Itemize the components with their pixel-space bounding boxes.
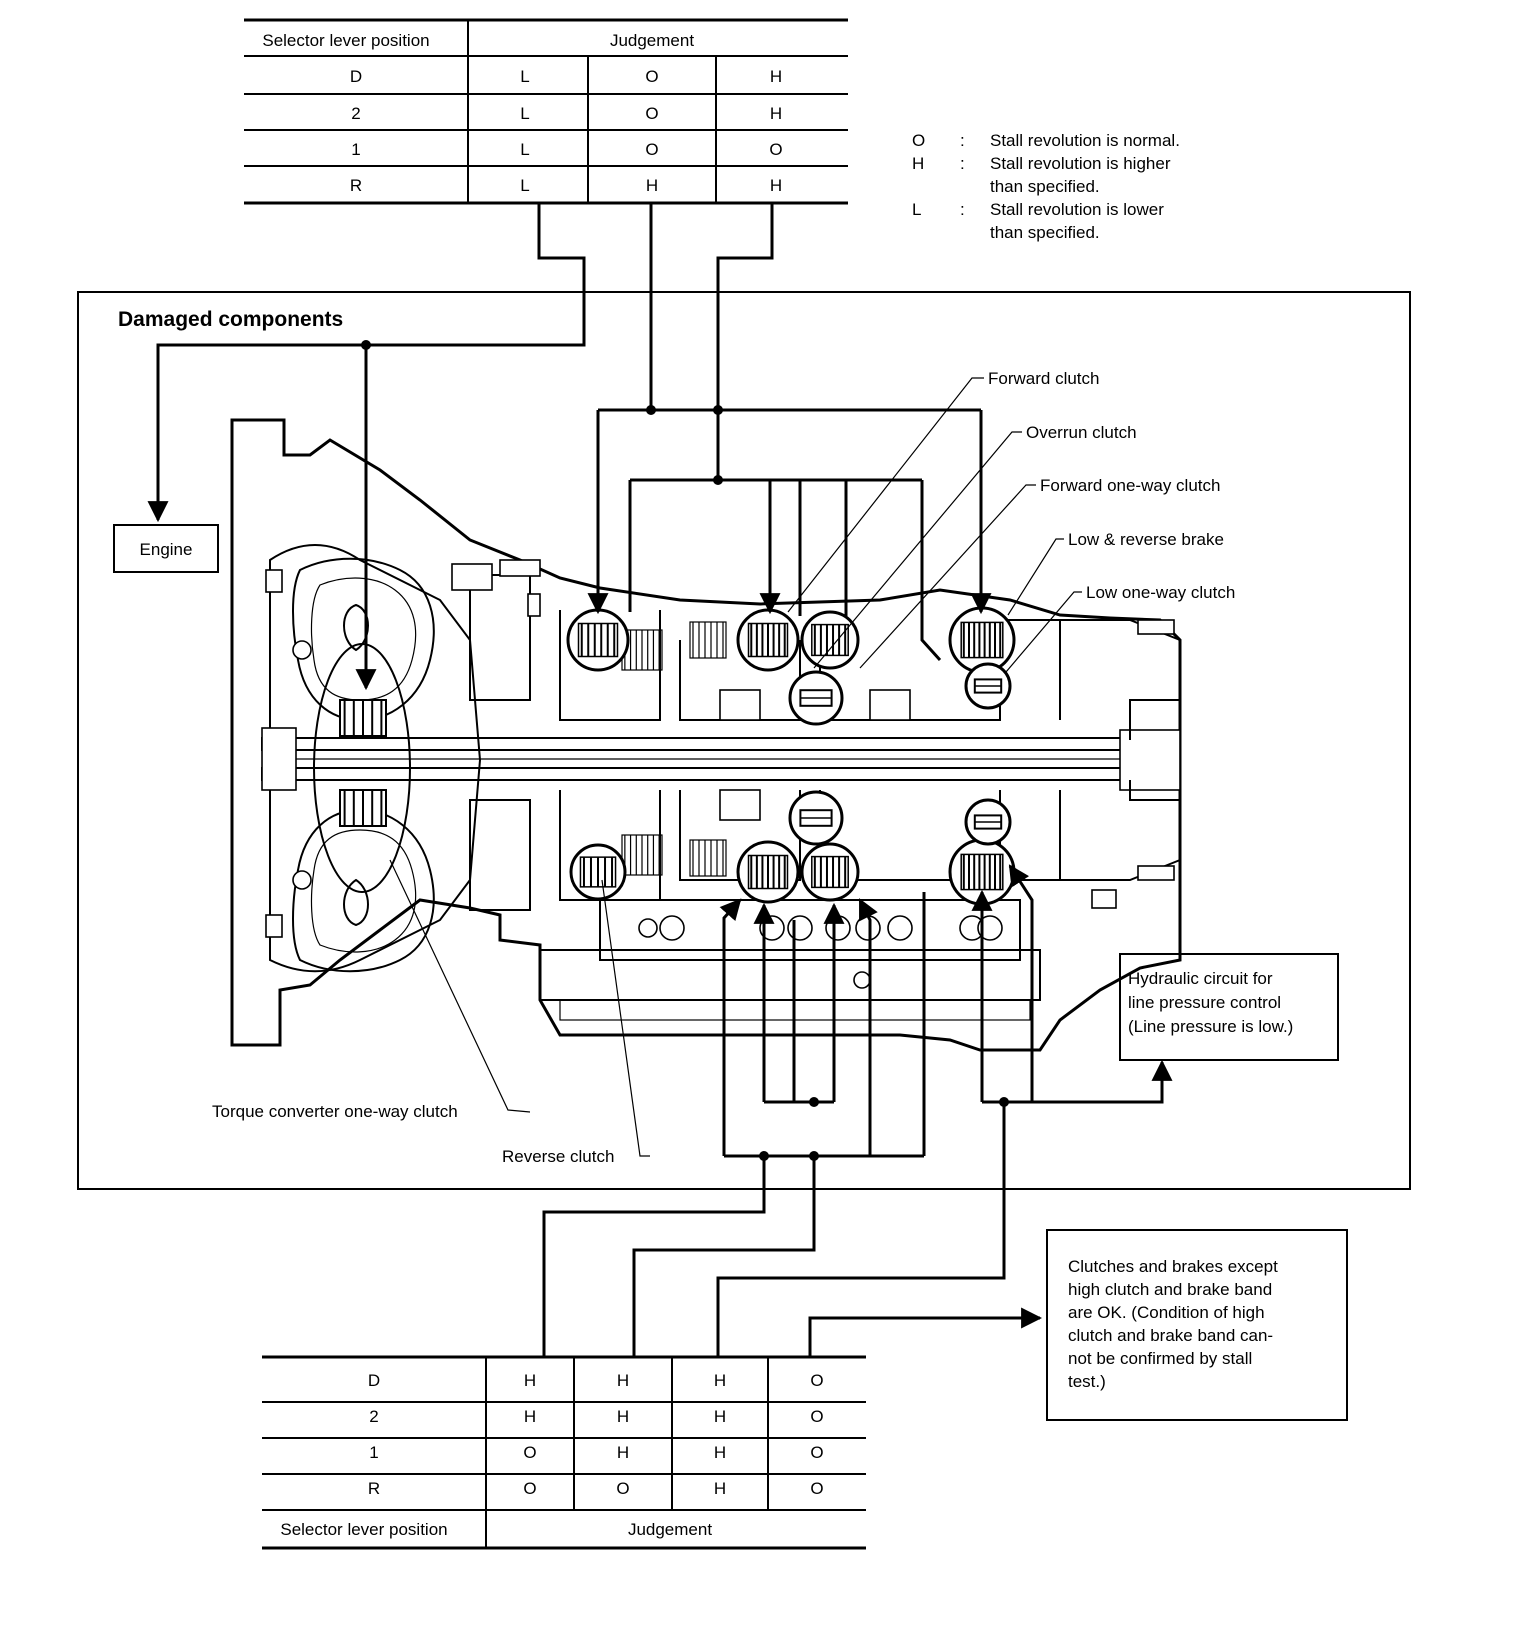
legend: O : Stall revolution is normal. H : Stal… bbox=[912, 131, 1180, 242]
callout-overrun-clutch: Overrun clutch bbox=[1026, 423, 1137, 442]
legend-text-higher-1: Stall revolution is higher bbox=[990, 154, 1171, 173]
bottom-table-header-judgement: Judgement bbox=[628, 1520, 712, 1539]
low-oneway-clutch-lower-circle bbox=[964, 798, 1012, 846]
ok-box-line-5: not be confirmed by stall bbox=[1068, 1349, 1252, 1368]
bottom-table-judgement-cell: H bbox=[524, 1371, 536, 1390]
bottom-connectors bbox=[542, 864, 1173, 1356]
legend-text-lower-2: than specified. bbox=[990, 223, 1100, 242]
forward-oneway-lower-circle bbox=[788, 670, 844, 726]
hydraulic-line-1: Hydraulic circuit for bbox=[1128, 969, 1273, 988]
ok-box-line-1: Clutches and brakes except bbox=[1068, 1257, 1278, 1276]
bottom-table-judgement-cell: H bbox=[714, 1479, 726, 1498]
engine-label: Engine bbox=[140, 540, 193, 559]
bottom-table-judgement-cell: O bbox=[810, 1479, 823, 1498]
top-connectors bbox=[147, 203, 992, 691]
top-table-judgement-cell: H bbox=[770, 67, 782, 86]
top-table-judgement-cell: O bbox=[769, 140, 782, 159]
top-table-judgement-cell: L bbox=[520, 140, 529, 159]
legend-sep: : bbox=[960, 131, 965, 150]
bottom-table-judgement-cell: O bbox=[810, 1407, 823, 1426]
callout-reverse-clutch: Reverse clutch bbox=[502, 1147, 614, 1166]
hydraulic-line-2: line pressure control bbox=[1128, 993, 1281, 1012]
ok-box-line-3: are OK. (Condition of high bbox=[1068, 1303, 1265, 1322]
bottom-table-judgement-cell: H bbox=[714, 1443, 726, 1462]
legend-text-normal: Stall revolution is normal. bbox=[990, 131, 1180, 150]
panel-title: Damaged components bbox=[118, 308, 343, 331]
bottom-table-judgement-cell: O bbox=[810, 1443, 823, 1462]
top-table-judgement-cell: H bbox=[770, 104, 782, 123]
legend-symbol-higher: H bbox=[912, 154, 924, 173]
callout-forward-oneway-clutch: Forward one-way clutch bbox=[1040, 476, 1220, 495]
ok-box-line-4: clutch and brake band can- bbox=[1068, 1326, 1273, 1345]
clutch-pack bbox=[621, 834, 663, 876]
bottom-table-position-cell: R bbox=[368, 1479, 380, 1498]
bottom-table-position-cell: D bbox=[368, 1371, 380, 1390]
low-oneway-clutch-upper-circle bbox=[964, 662, 1012, 710]
top-table-judgement-cell: L bbox=[520, 67, 529, 86]
legend-text-higher-2: than specified. bbox=[990, 177, 1100, 196]
callout-low-reverse-brake: Low & reverse brake bbox=[1068, 530, 1224, 549]
overrun-clutch-lower-circle bbox=[736, 840, 800, 904]
bottom-table-position-cell: 2 bbox=[369, 1407, 378, 1426]
hydraulic-line-3: (Line pressure is low.) bbox=[1128, 1017, 1293, 1036]
bottom-table-judgement-cell: O bbox=[810, 1371, 823, 1390]
bottom-table-judgement-cell: H bbox=[714, 1407, 726, 1426]
bottom-table-judgement-cell: O bbox=[523, 1443, 536, 1462]
bottom-table-judgement-cell: O bbox=[616, 1479, 629, 1498]
ok-box-line-6: test.) bbox=[1068, 1372, 1106, 1391]
clutch-pack bbox=[689, 621, 727, 659]
bottom-table-position-cell: 1 bbox=[369, 1443, 378, 1462]
torque-converter-oneway-internals bbox=[339, 699, 387, 827]
top-table-judgement-cell: O bbox=[645, 140, 658, 159]
callout-torque-converter-oneway-clutch: Torque converter one-way clutch bbox=[212, 1102, 458, 1121]
forward-oneway-mid-circle bbox=[788, 790, 844, 846]
top-table-position-cell: 2 bbox=[351, 104, 360, 123]
bottom-table-header-position: Selector lever position bbox=[280, 1520, 447, 1539]
engine-box bbox=[113, 524, 219, 573]
top-table-position-cell: 1 bbox=[351, 140, 360, 159]
bottom-table-judgement-cell: H bbox=[617, 1407, 629, 1426]
top-table-judgement-cell: O bbox=[645, 104, 658, 123]
callout-leaders bbox=[389, 377, 1082, 1157]
top-table-judgement-cell: L bbox=[520, 104, 529, 123]
top-table-position-cell: R bbox=[350, 176, 362, 195]
overrun-clutch-upper-circle bbox=[736, 608, 800, 672]
torque-converter-oneway-ellipse bbox=[313, 643, 411, 893]
hydraulic-circuit-box bbox=[1119, 953, 1339, 1061]
legend-text-lower-1: Stall revolution is lower bbox=[990, 200, 1164, 219]
forward-clutch-upper-circle bbox=[566, 608, 630, 672]
callout-forward-clutch: Forward clutch bbox=[988, 369, 1099, 388]
ok-box-line-2: high clutch and brake band bbox=[1068, 1280, 1272, 1299]
forward-clutch-lower-circle bbox=[800, 842, 860, 902]
forward-oneway-upper-circle bbox=[800, 610, 860, 670]
bottom-table-judgement-cell: H bbox=[617, 1371, 629, 1390]
clutch-pack bbox=[689, 839, 727, 877]
legend-sep: : bbox=[960, 154, 965, 173]
top-table-position-cell: D bbox=[350, 67, 362, 86]
top-table-judgement-cell: H bbox=[646, 176, 658, 195]
top-table-judgement-cell: L bbox=[520, 176, 529, 195]
legend-symbol-normal: O bbox=[912, 131, 925, 150]
top-table-header-judgement: Judgement bbox=[610, 31, 694, 50]
bottom-table-judgement-cell: H bbox=[714, 1371, 726, 1390]
callout-low-oneway-clutch: Low one-way clutch bbox=[1086, 583, 1235, 602]
bottom-table-judgement-cell: H bbox=[617, 1443, 629, 1462]
damaged-components-panel bbox=[77, 291, 1411, 1190]
top-table-header-position: Selector lever position bbox=[262, 31, 429, 50]
top-table-judgement-cell: O bbox=[645, 67, 658, 86]
bottom-table-judgement-cell: O bbox=[523, 1479, 536, 1498]
reverse-clutch-circle bbox=[569, 843, 627, 901]
legend-symbol-lower: L bbox=[912, 200, 921, 219]
clutches-ok-box bbox=[1046, 1229, 1348, 1421]
bottom-table-judgement-cell: H bbox=[524, 1407, 536, 1426]
legend-sep: : bbox=[960, 200, 965, 219]
low-reverse-brake-upper-circle bbox=[948, 606, 1016, 674]
top-table-judgement-cell: H bbox=[770, 176, 782, 195]
